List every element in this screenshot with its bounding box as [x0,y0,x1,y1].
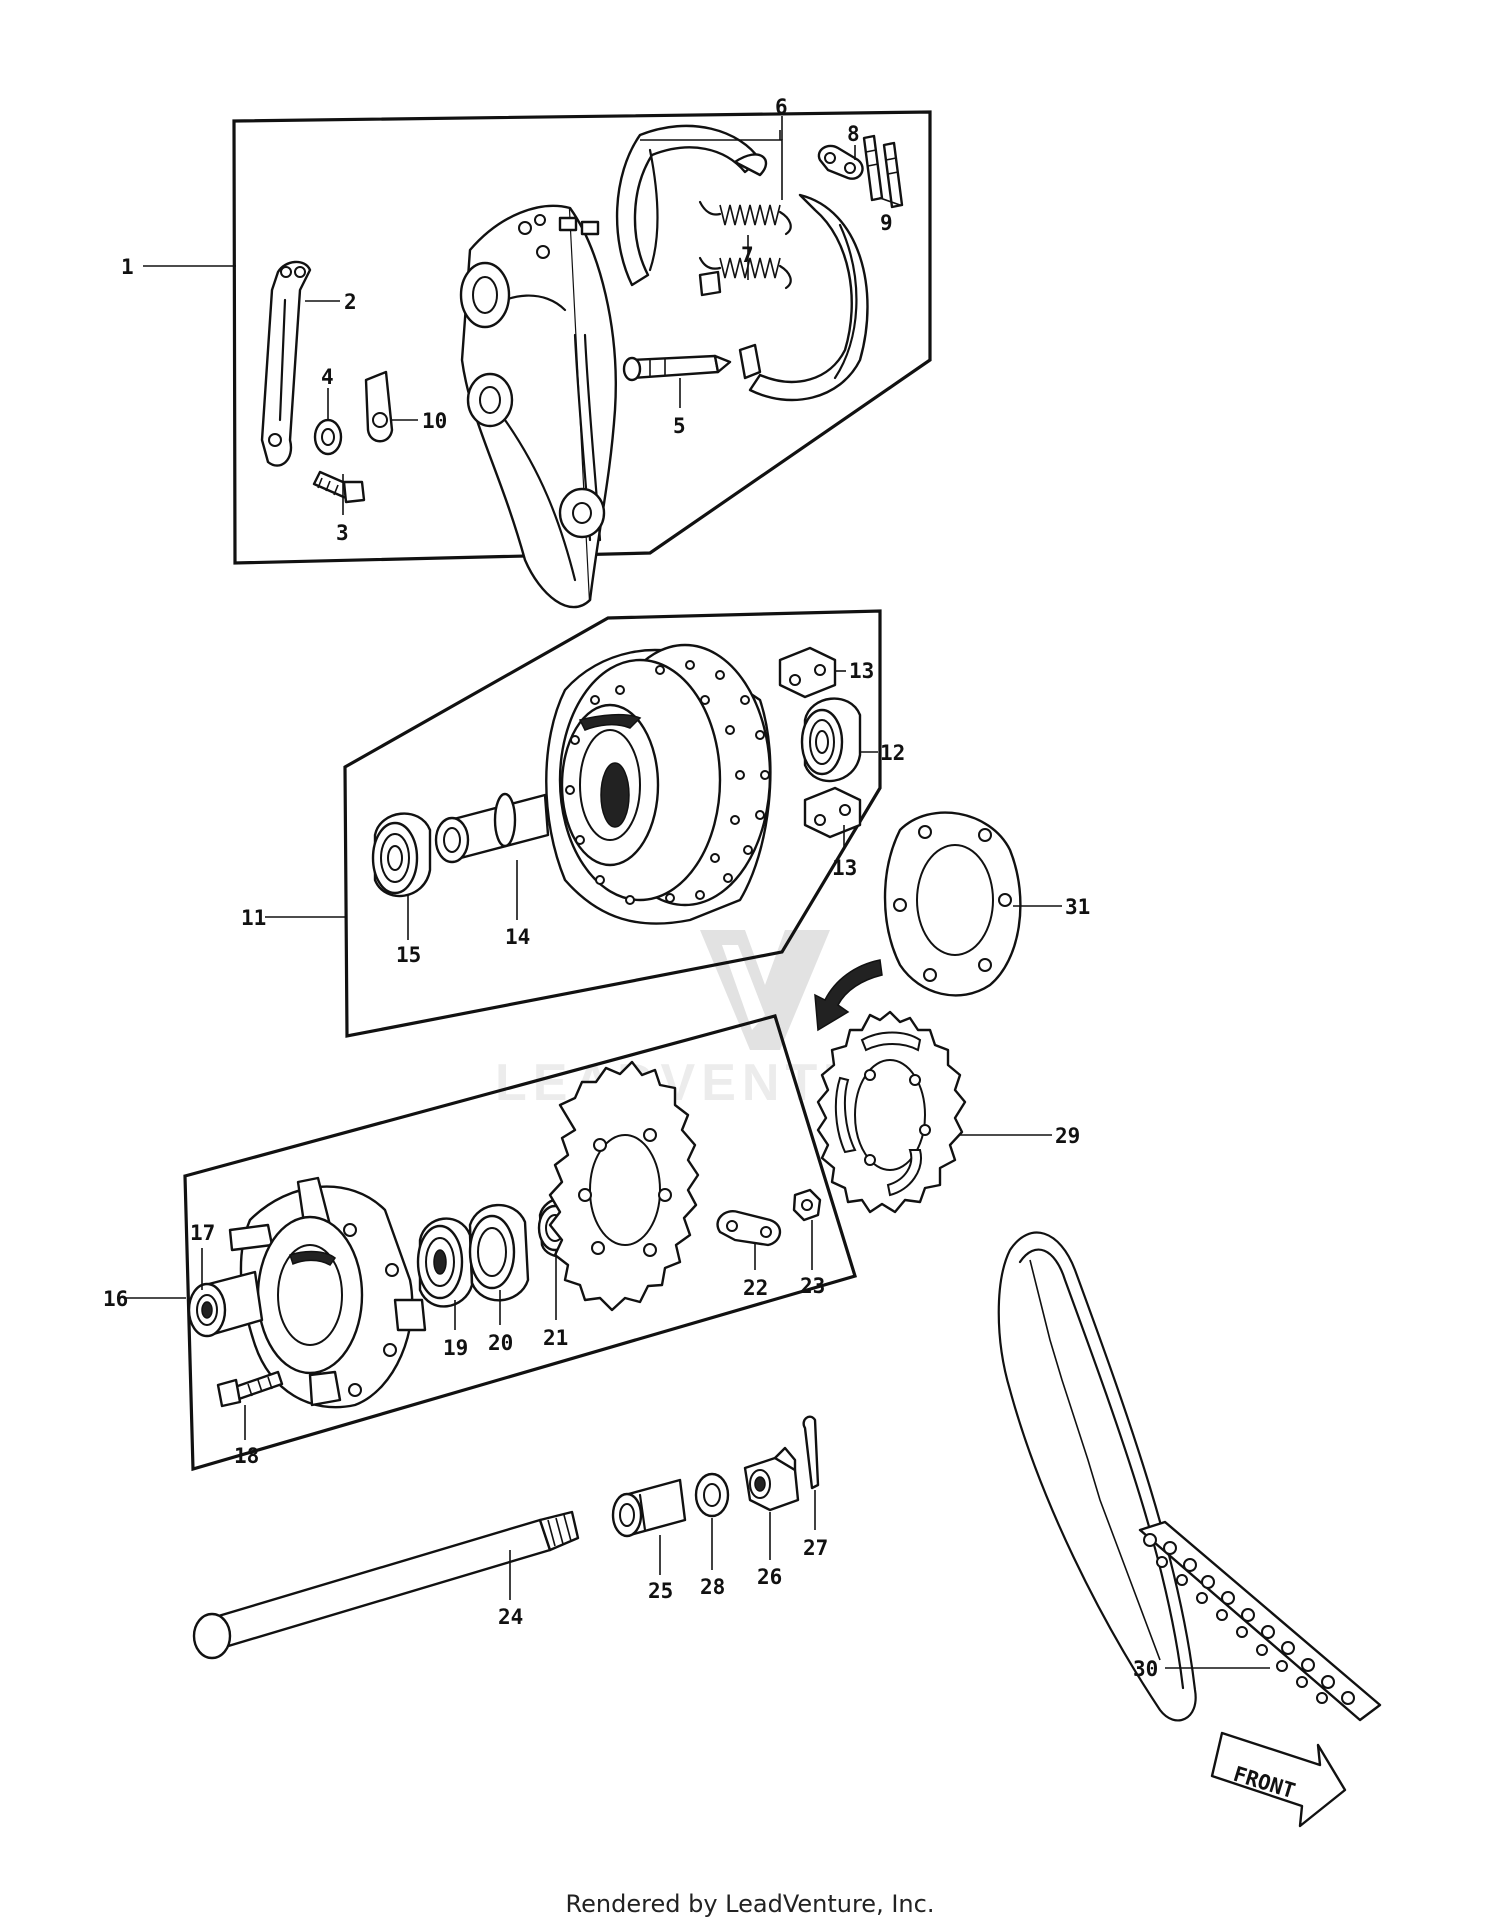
callout-31: 31 [1065,895,1090,919]
callout-24: 24 [498,1605,523,1629]
callout-25: 25 [648,1579,673,1603]
callout-1: 1 [121,255,134,279]
callout-4: 4 [321,365,334,389]
callout-14: 14 [505,925,530,949]
cotter-pin [802,1415,820,1490]
callout-8: 8 [847,122,860,146]
damper-lower [803,786,862,839]
callout-13-upper: 13 [849,659,874,683]
callout-19: 19 [443,1336,468,1360]
callout-28: 28 [700,1575,725,1599]
callout-21: 21 [543,1326,568,1350]
callout-labels: 1 2 3 4 5 6 7 8 9 10 11 12 13 13 14 15 1… [103,95,1158,1681]
right-bearing [800,697,862,783]
sprocket-gasket [883,811,1022,997]
callout-6: 6 [775,95,788,119]
callout-29: 29 [1055,1124,1080,1148]
damper-upper [778,646,837,699]
axle-washer [694,1472,730,1518]
wear-indicator [364,370,394,443]
wheel-hub-frame [343,609,882,1038]
axle-collar [611,1478,687,1538]
leader-lines [126,116,1270,1669]
callout-16: 16 [103,1287,128,1311]
sprocket-coupling-group [183,1014,858,1472]
callout-3: 3 [336,521,349,545]
callout-17: 17 [190,1221,215,1245]
shoe-springs [698,200,792,290]
callout-13-lower: 13 [832,856,857,880]
callout-20: 20 [488,1331,513,1355]
coupling-bolt [216,1370,284,1408]
callout-10: 10 [422,409,447,433]
brake-shoes [615,124,869,402]
coupling-collar [187,1270,264,1338]
coupling-frame [183,1014,858,1472]
retaining-clip [817,144,864,180]
shoe-pins [862,134,904,209]
callout-18: 18 [234,1444,259,1468]
callout-9: 9 [880,211,893,235]
axle-nut [743,1446,800,1512]
coupling-body [228,1176,427,1409]
drive-chain [997,1231,1382,1722]
brake-camshaft [622,354,732,382]
callout-2: 2 [344,290,357,314]
rear-sprocket [816,1010,967,1214]
callout-7: 7 [741,243,754,267]
lock-plate [716,1210,782,1247]
sprocket-nut [792,1188,822,1222]
brake-panel-casting [459,204,617,609]
coupling-sprocket [548,1060,700,1312]
washer [313,418,343,456]
hub-spacer [434,792,550,864]
left-bearing [371,812,432,898]
brake-panel-frame [232,110,932,565]
coupling-bearing [416,1217,474,1308]
callout-12: 12 [880,741,905,765]
callout-23: 23 [800,1274,825,1298]
lever-bolt [312,470,366,504]
assembly-arrow [814,959,883,1032]
oil-seal [468,1203,530,1302]
brake-panel-group [232,110,932,609]
wheel-hub-group [343,609,882,1038]
spoke-holes [565,660,770,905]
callout-5: 5 [673,414,686,438]
callout-26: 26 [757,1565,782,1589]
callout-15: 15 [396,943,421,967]
front-direction-arrow: FRONT [1210,1731,1347,1828]
chain-section [1138,1520,1382,1722]
hub-body [545,643,772,925]
callout-22: 22 [743,1276,768,1300]
footer-credit: Rendered by LeadVenture, Inc. [565,1890,935,1918]
cam-lever [260,260,312,467]
callout-11: 11 [241,906,266,930]
callout-30: 30 [1133,1657,1158,1681]
callout-27: 27 [803,1536,828,1560]
rear-axle [192,1510,580,1660]
